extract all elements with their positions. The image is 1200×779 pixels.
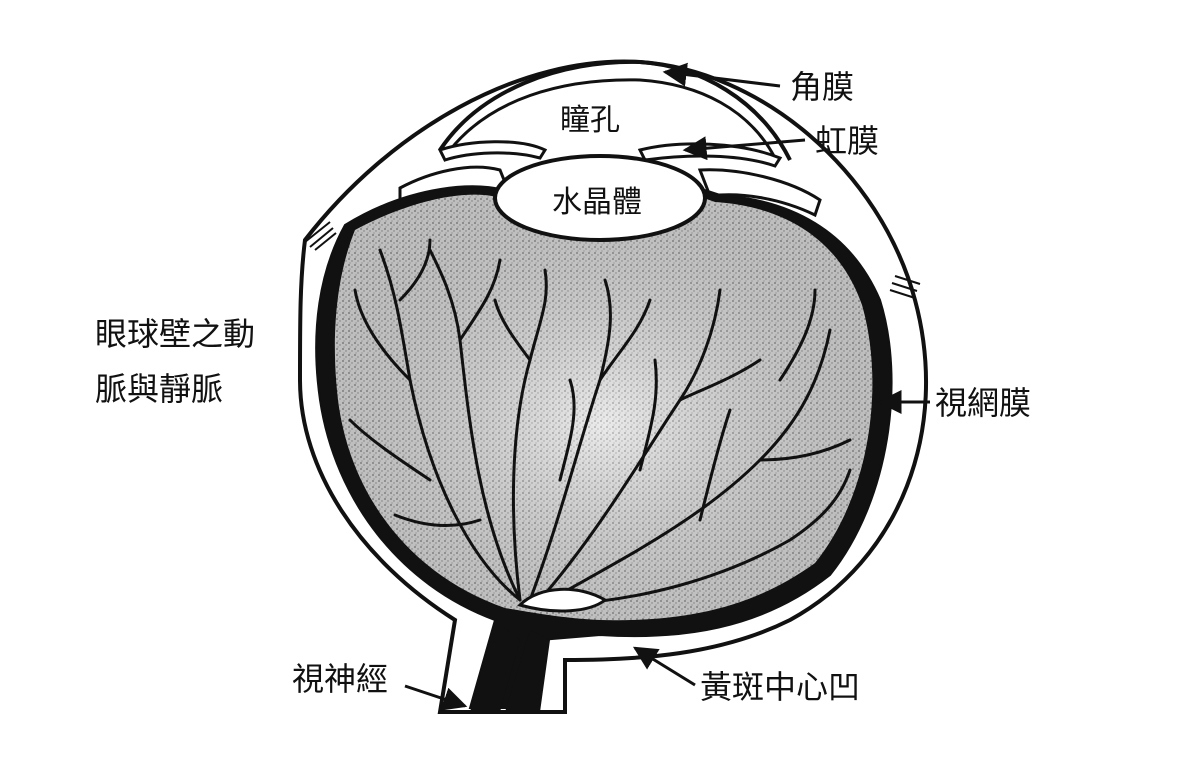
cornea-shape [438, 59, 792, 161]
iris-pointer [682, 136, 806, 161]
cornea-pointer [662, 62, 781, 88]
label-fovea: 黃斑中心凹 [700, 668, 860, 706]
vessel-pointer-left [304, 221, 337, 251]
label-pupil: 瞳孔 [560, 103, 620, 138]
fovea-pointer [632, 646, 696, 687]
lens-shape [493, 154, 707, 242]
cornea-inner [448, 78, 777, 159]
ciliary-right [697, 168, 822, 218]
blood-vessels [348, 238, 852, 607]
label-retina: 視網膜 [935, 384, 1031, 422]
label-optic-nerve: 視神經 [292, 660, 388, 698]
label-vessels-line2: 脈與靜脈 [95, 370, 223, 408]
optic-disc [517, 587, 608, 613]
label-cornea: 角膜 [790, 68, 854, 106]
optic-nerve-right [505, 630, 550, 712]
optic-nerve [470, 620, 520, 712]
leader-lines [404, 62, 930, 711]
iris-left [437, 140, 548, 162]
label-lens: 水晶體 [552, 185, 642, 220]
vessel-pointer-right [889, 275, 921, 299]
vitreous-shade [334, 183, 873, 621]
optic-nerve-pointer [404, 684, 468, 711]
label-vessels-line1: 眼球壁之動 [95, 315, 255, 353]
label-iris: 虹膜 [815, 122, 879, 160]
